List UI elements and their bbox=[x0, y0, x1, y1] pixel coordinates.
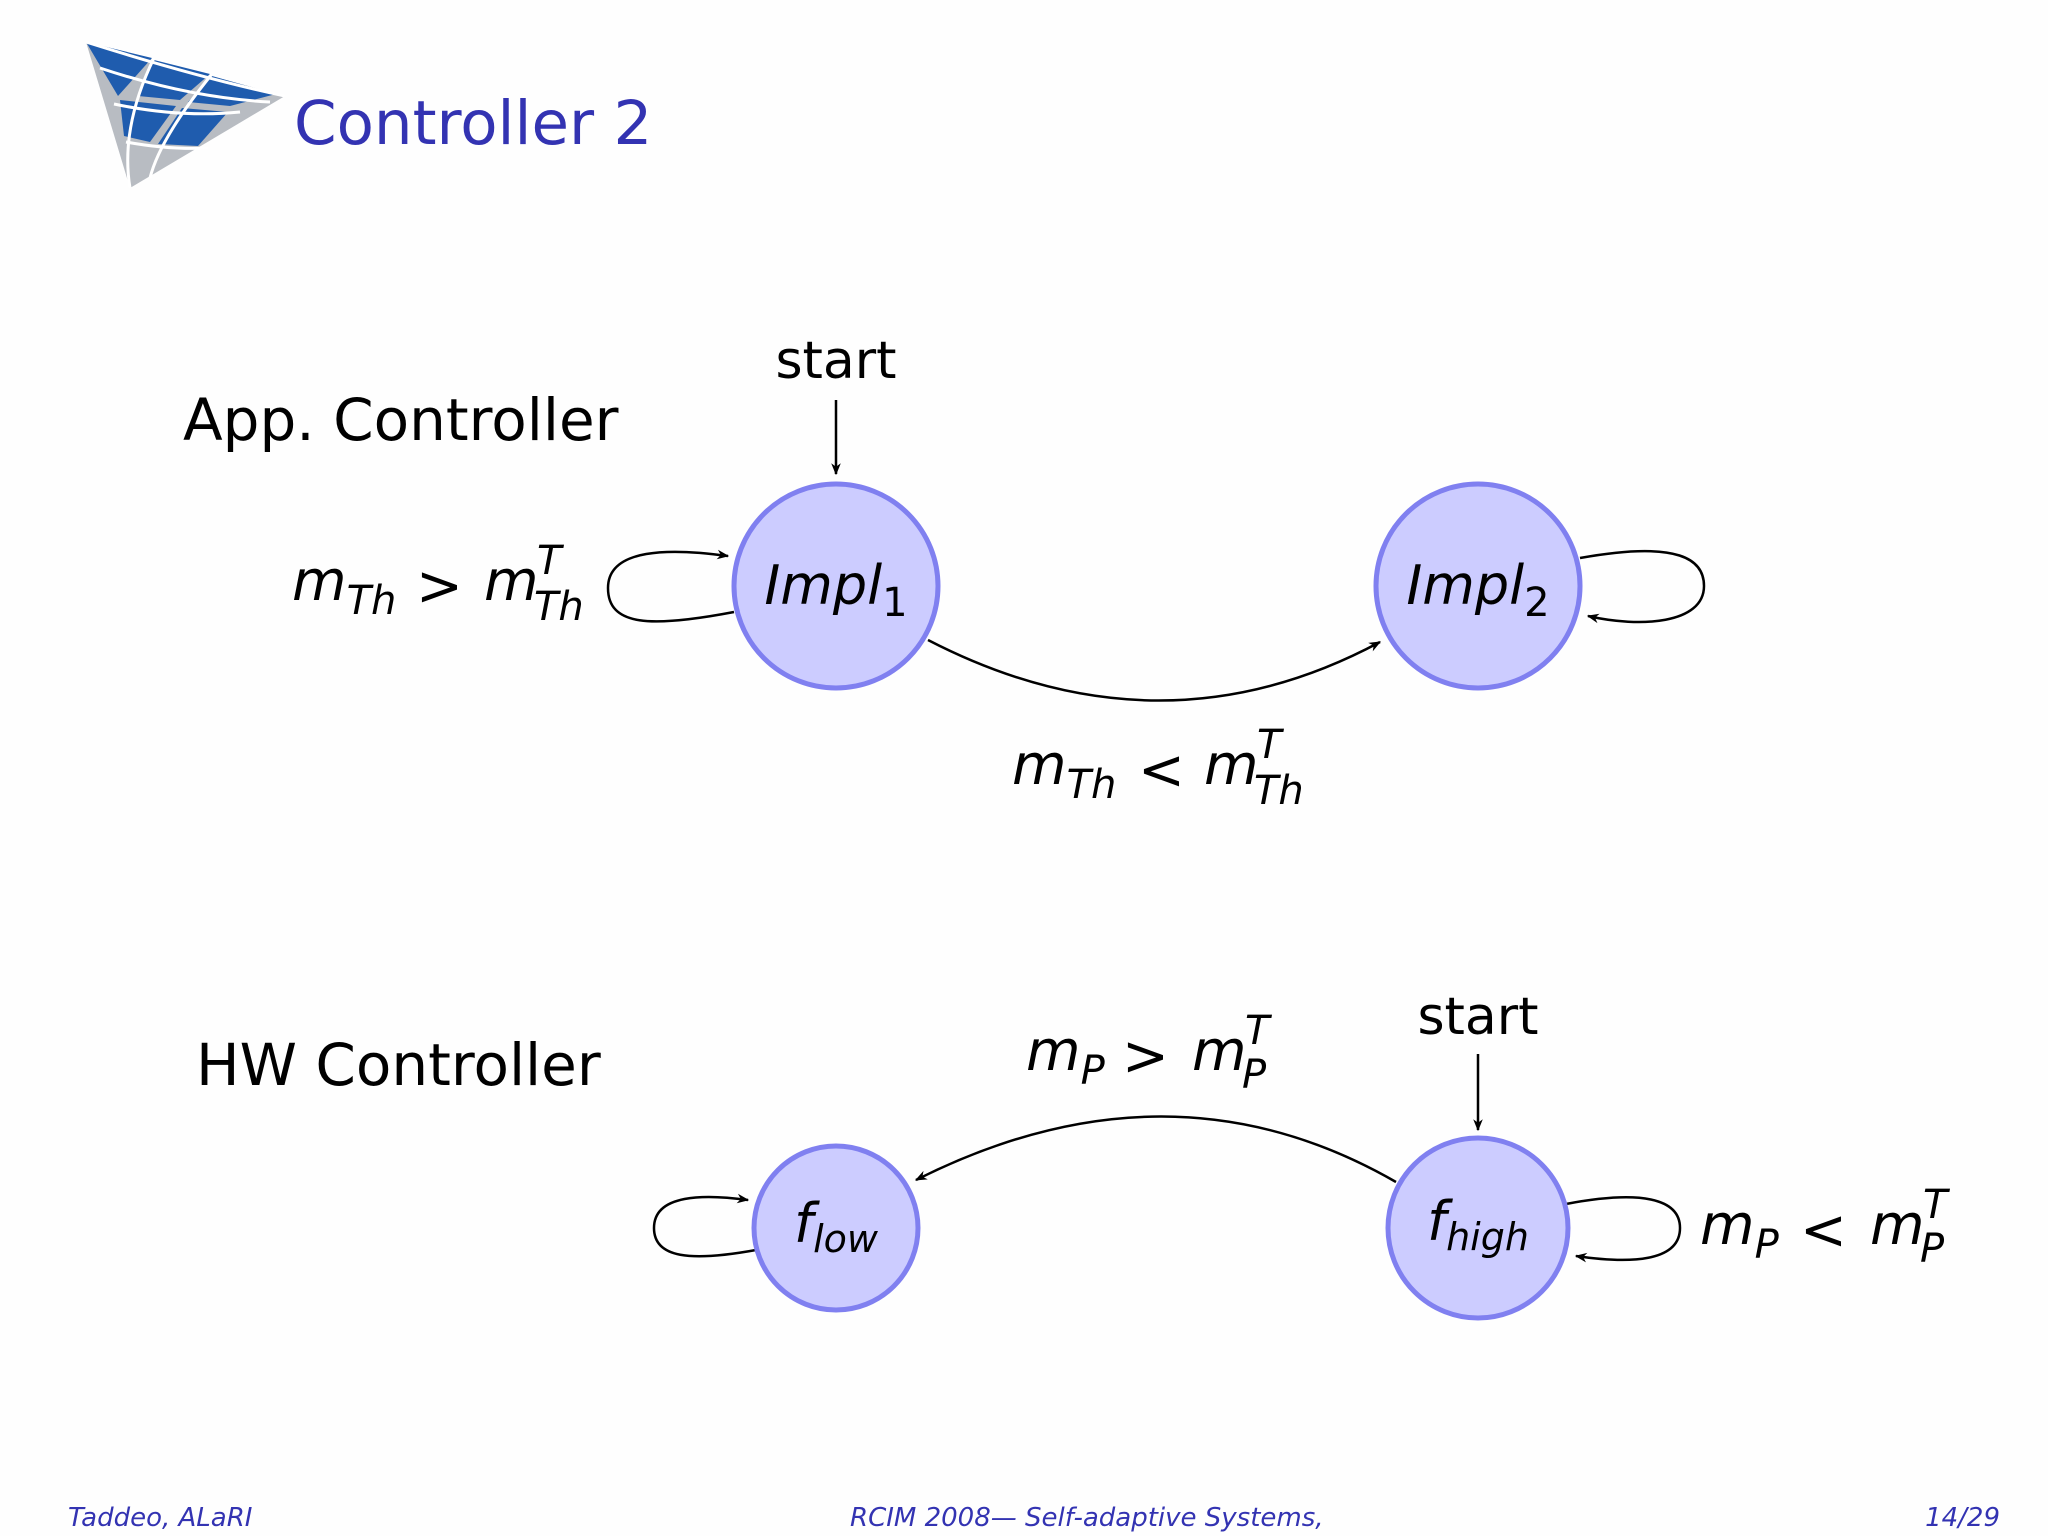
state-flow: flow bbox=[751, 1143, 921, 1313]
svg-text:m: m bbox=[484, 549, 539, 614]
svg-text:>: > bbox=[416, 554, 463, 619]
svg-text:>: > bbox=[1122, 1024, 1169, 1089]
svg-text:P: P bbox=[1242, 1052, 1267, 1098]
impl2-self-loop bbox=[1579, 549, 1706, 624]
state-flow-sub: low bbox=[813, 1217, 879, 1261]
svg-text:Th: Th bbox=[534, 584, 584, 630]
svg-text:<: < bbox=[1138, 738, 1185, 803]
state-fhigh: fhigh bbox=[1385, 1135, 1571, 1321]
svg-text:<: < bbox=[1800, 1198, 1847, 1263]
svg-text:T: T bbox=[537, 538, 565, 584]
svg-text:flow: flow bbox=[794, 1192, 879, 1261]
hw-controller-label: HW Controller bbox=[196, 1031, 601, 1099]
state-impl1-base: Impl bbox=[764, 554, 882, 617]
impl1-self-loop-label: mTh > m T Th bbox=[292, 538, 584, 630]
svg-text:T: T bbox=[1923, 1182, 1951, 1228]
svg-text:mP: mP bbox=[1700, 1193, 1780, 1268]
footer-page-number: 14/29 bbox=[1925, 1503, 2000, 1533]
fhigh-self-loop-label: mP < m T P bbox=[1700, 1182, 1951, 1272]
flow-self-loop bbox=[652, 1193, 757, 1258]
state-impl2-sub: 2 bbox=[1524, 580, 1549, 626]
web-logo-icon bbox=[85, 40, 286, 189]
svg-text:mTh: mTh bbox=[1012, 733, 1116, 808]
fhigh-to-flow-label: mP > m T P bbox=[1026, 1008, 1273, 1098]
slide-title: Controller 2 bbox=[294, 88, 653, 159]
state-impl1: Impl1 bbox=[731, 481, 941, 691]
svg-text:Impl2: Impl2 bbox=[1406, 554, 1549, 626]
svg-text:mP: mP bbox=[1026, 1019, 1106, 1094]
impl1-to-impl2-edge bbox=[927, 638, 1382, 702]
svg-text:T: T bbox=[1257, 722, 1285, 768]
app-controller-label: App. Controller bbox=[183, 386, 619, 454]
fhigh-self-loop bbox=[1565, 1196, 1682, 1263]
svg-text:m: m bbox=[1204, 733, 1259, 798]
svg-text:P: P bbox=[1920, 1226, 1945, 1272]
svg-text:Th: Th bbox=[1254, 768, 1304, 814]
svg-text:mTh: mTh bbox=[292, 549, 396, 624]
impl1-self-loop bbox=[606, 549, 735, 623]
hw-start-label: start bbox=[1417, 987, 1538, 1047]
svg-text:m: m bbox=[1870, 1193, 1925, 1258]
state-impl2: Impl2 bbox=[1373, 481, 1583, 691]
state-impl2-base: Impl bbox=[1406, 554, 1524, 617]
fhigh-to-flow-edge bbox=[914, 1115, 1397, 1184]
app-start-label: start bbox=[775, 331, 896, 391]
svg-text:T: T bbox=[1245, 1008, 1273, 1054]
svg-text:m: m bbox=[1192, 1019, 1247, 1084]
footer-author: Taddeo, ALaRI bbox=[68, 1503, 253, 1533]
state-impl1-sub: 1 bbox=[882, 580, 907, 626]
svg-text:Impl1: Impl1 bbox=[764, 554, 907, 626]
state-fhigh-sub: high bbox=[1446, 1215, 1529, 1259]
footer-conference: RCIM 2008— Self-adaptive Systems, bbox=[850, 1503, 1324, 1533]
impl1-to-impl2-label: mTh < m T Th bbox=[1012, 722, 1304, 814]
